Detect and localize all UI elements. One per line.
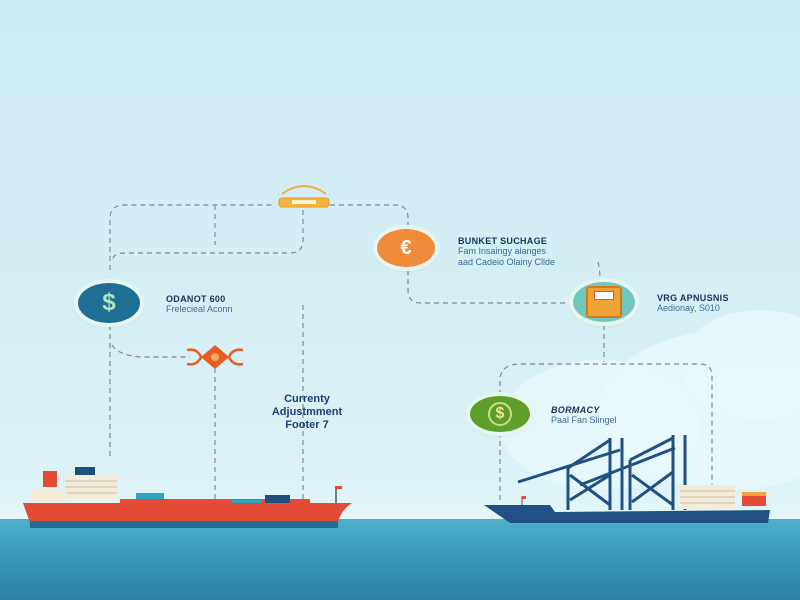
cargo-ship-icon: [278, 185, 330, 208]
node-subtitle: Aedionay, S010: [657, 303, 720, 314]
node-subtitle: Frelecieal Aconn: [166, 304, 233, 315]
crane-ship-right: [484, 435, 770, 523]
center-label-line: Adjustmment: [271, 406, 343, 419]
green-coin-node[interactable]: $: [470, 396, 530, 432]
node-title: BUNKET SUCHAGE: [458, 236, 548, 246]
center-label-line: Footer 7: [285, 419, 329, 432]
node-title: BORMACY: [551, 405, 600, 415]
euro-node-label: BUNKET SUCHAGE Fam Insaingy alanges aad …: [458, 236, 555, 267]
sea: [0, 519, 800, 600]
cloud: [680, 310, 800, 420]
currency-adjustment-label: Currenty Adjustmment Footer 7: [252, 393, 362, 433]
node-subtitle: Paal Fan Slingel: [551, 415, 617, 426]
green-dollar-coin-icon: $: [488, 402, 512, 426]
fuel-node-label: VRG APNUSNIS Aedionay, S010: [657, 293, 729, 314]
node-title: ODANOT 600: [166, 294, 226, 304]
node-subtitle: Fam Insaingy alanges: [458, 246, 547, 257]
dollar-coin-node[interactable]: $: [78, 283, 140, 323]
euro-coin-icon: €: [400, 236, 412, 259]
ornament-diamond-icon: [186, 345, 244, 369]
fuel-node[interactable]: [573, 282, 635, 322]
center-label-line: Currenty: [284, 393, 330, 405]
fuel-pump-icon: [586, 286, 622, 318]
green-node-label: BORMACY Paal Fan Slingel: [551, 405, 617, 426]
container-ship-left: [23, 467, 352, 528]
dollar-node-label: ODANOT 600 Frelecieal Aconn: [166, 294, 233, 315]
dollar-coin-icon: $: [102, 289, 116, 316]
node-subtitle-2: aad Cadeio Olainy Cllde: [458, 256, 556, 267]
cloud: [500, 360, 700, 490]
euro-coin-node[interactable]: €: [377, 229, 435, 267]
node-title: VRG APNUSNIS: [657, 293, 729, 303]
